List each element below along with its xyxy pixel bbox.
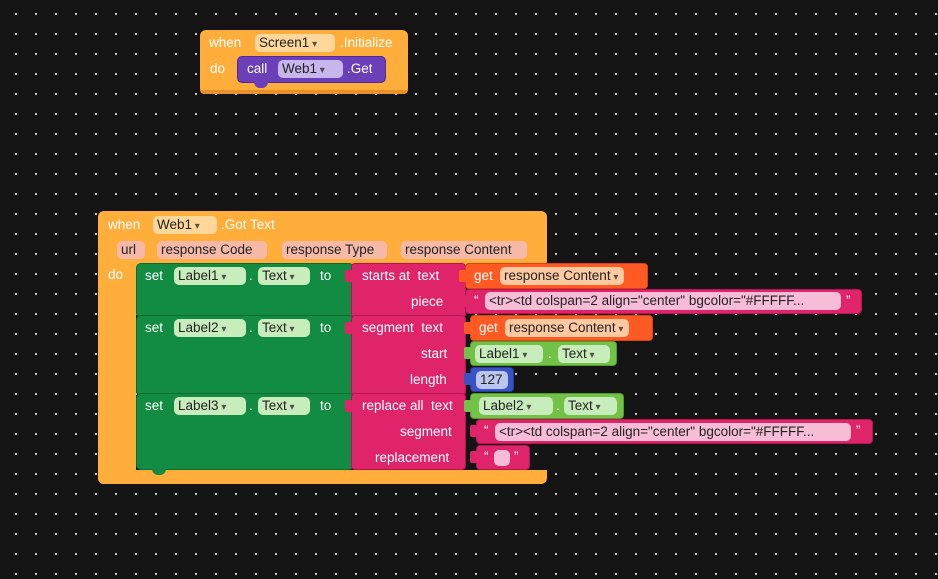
dot-separator: . xyxy=(556,398,560,413)
label1-component-dropdown[interactable]: Label1 xyxy=(174,267,246,285)
dot-separator: . xyxy=(548,346,552,361)
segment-string-field[interactable]: <tr><td colspan=2 align="center" bgcolor… xyxy=(495,423,851,441)
dot-separator: . xyxy=(249,268,253,283)
gottext-left-rail xyxy=(98,255,136,484)
param-response-type[interactable]: response Type xyxy=(282,241,387,259)
text-output-tab xyxy=(464,400,472,412)
replace-all-label: replace all text xyxy=(362,398,453,413)
web1-component-dropdown[interactable]: Web1 xyxy=(153,216,217,234)
gottext-event-label: .Got Text xyxy=(221,217,275,232)
start-label: start xyxy=(421,346,448,361)
do-keyword: do xyxy=(108,267,124,282)
label3-component-dropdown[interactable]: Label3 xyxy=(174,397,246,415)
replace-all-text-block[interactable] xyxy=(351,393,466,470)
param-response-content[interactable]: response Content xyxy=(401,241,527,259)
dot-separator: . xyxy=(249,398,253,413)
initialize-event-label: .Initialize xyxy=(340,35,393,50)
screen1-component-dropdown[interactable]: Screen1 xyxy=(255,34,335,52)
length-label: length xyxy=(410,372,447,387)
when-keyword: when xyxy=(108,217,141,232)
label1-component-dropdown[interactable]: Label1 xyxy=(475,345,543,363)
set-keyword: set xyxy=(145,320,164,335)
close-quote: ” xyxy=(514,449,519,464)
call-block-notch xyxy=(254,82,268,88)
param-response-code[interactable]: response Code xyxy=(157,241,267,259)
piece-string-field[interactable]: <tr><td colspan=2 align="center" bgcolor… xyxy=(485,292,841,310)
length-output-tab xyxy=(464,373,472,385)
set-label3-notch xyxy=(152,469,166,475)
close-quote: ” xyxy=(856,423,861,438)
response-content-variable-dropdown[interactable]: response Content xyxy=(505,319,629,337)
length-number-field[interactable]: 127 xyxy=(476,371,508,389)
call-keyword: call xyxy=(247,61,268,76)
text-property-dropdown[interactable]: Text xyxy=(258,319,310,337)
set-keyword: set xyxy=(145,398,164,413)
to-keyword: to xyxy=(320,320,332,335)
segment-param-label: segment xyxy=(400,424,452,439)
starts-at-output-tab xyxy=(345,270,353,282)
open-quote: “ xyxy=(484,449,489,464)
starts-at-text-block[interactable] xyxy=(351,263,466,318)
replacement-output-tab xyxy=(470,451,478,463)
segment-string-output-tab xyxy=(470,425,478,437)
open-quote: “ xyxy=(484,423,489,438)
get-keyword: get xyxy=(479,320,498,335)
get-method-label: .Get xyxy=(347,61,373,76)
replacement-param-label: replacement xyxy=(375,450,450,465)
get-output-tab xyxy=(464,322,472,334)
piece-label: piece xyxy=(411,294,444,309)
replacement-string-field[interactable] xyxy=(494,450,510,466)
to-keyword: to xyxy=(320,268,332,283)
text-property-dropdown[interactable]: Text xyxy=(564,397,617,415)
starts-at-label: starts at text xyxy=(362,268,440,283)
gottext-footer xyxy=(98,470,547,484)
param-url[interactable]: url xyxy=(117,241,145,259)
do-keyword: do xyxy=(210,61,226,76)
get-keyword: get xyxy=(474,268,493,283)
text-property-dropdown[interactable]: Text xyxy=(558,345,610,363)
dot-separator: . xyxy=(249,320,253,335)
get-output-tab xyxy=(459,270,467,282)
close-quote: ” xyxy=(846,293,851,308)
response-content-variable-dropdown[interactable]: response Content xyxy=(500,267,624,285)
replace-all-output-tab xyxy=(345,400,353,412)
label2-component-dropdown[interactable]: Label2 xyxy=(174,319,246,337)
text-property-dropdown[interactable]: Text xyxy=(258,397,310,415)
set-keyword: set xyxy=(145,268,164,283)
event-block-bottom-edge xyxy=(200,90,408,94)
piece-output-tab xyxy=(459,295,467,307)
segment-label: segment text xyxy=(362,320,444,335)
segment-output-tab xyxy=(345,322,353,334)
open-quote: “ xyxy=(474,293,479,308)
web1-component-dropdown[interactable]: Web1 xyxy=(278,60,343,78)
start-output-tab xyxy=(464,347,472,359)
to-keyword: to xyxy=(320,398,332,413)
label2-component-dropdown[interactable]: Label2 xyxy=(479,397,553,415)
when-keyword: when xyxy=(209,35,242,50)
text-property-dropdown[interactable]: Text xyxy=(258,267,310,285)
